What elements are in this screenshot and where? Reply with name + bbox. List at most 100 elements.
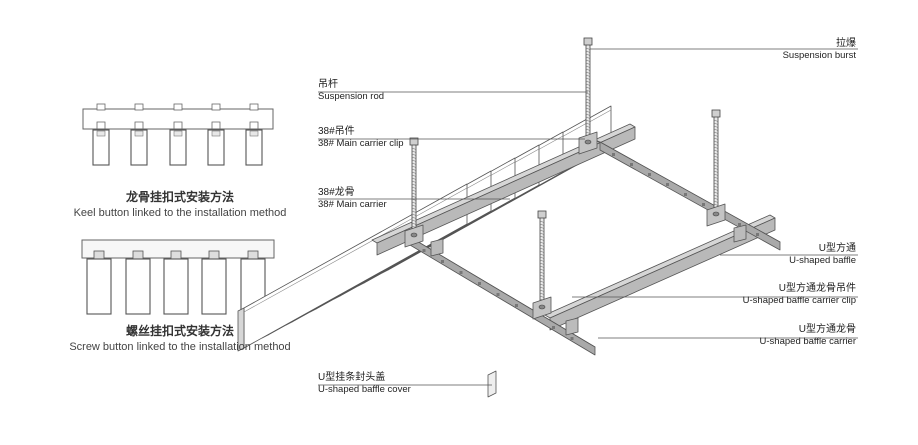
screw-baffle-4 [201,258,227,315]
rod-thread-4 [539,277,545,280]
keel-clip-top-3 [173,103,183,111]
rod-thread-2 [411,204,417,207]
rod-thread-4 [539,280,545,283]
suspension-burst-4 [537,210,547,219]
rod-thread-1 [585,116,591,119]
rod-thread-2 [411,216,417,219]
rod-thread-1 [585,74,591,77]
label-u-baffle-en: U-shaped baffle [789,255,856,266]
rod-thread-3 [713,122,719,125]
rod-thread-1 [585,59,591,62]
rod-thread-3 [713,143,719,146]
method-caption-keel: 龙骨挂扣式安装方法 Keel button linked to the inst… [55,188,305,219]
baffle-end-7 [237,307,245,352]
keel-baffle-lip-2 [134,130,144,137]
screw-clip-3 [170,250,182,260]
rod-thread-2 [411,147,417,150]
rod-thread-4 [539,226,545,229]
rod-thread-1 [585,122,591,125]
baffle-carrier-right-slot-9 [756,233,759,236]
rod-thread-2 [411,213,417,216]
rod-thread-2 [411,180,417,183]
method-caption-screw: 螺丝挂扣式安装方法 Screw button linked to the ins… [45,322,315,353]
keel-clip-top-2 [134,103,144,111]
rod-thread-2 [411,165,417,168]
rod-thread-4 [539,238,545,241]
label-u-baffle-carrier-en: U-shaped baffle carrier [759,336,856,347]
baffle-carrier-right-slot-5 [684,193,687,196]
rod-thread-2 [411,153,417,156]
label-u-baffle: U型方通 U-shaped baffle [789,243,856,267]
baffle-carrier-right-slot-1 [612,153,615,156]
rod-thread-3 [713,134,719,137]
keel-clip-top-1 [96,103,106,111]
rod-thread-2 [411,183,417,186]
keel-baffle-lip-5 [249,130,259,137]
keel-clip-hook-2 [134,121,144,129]
rod-thread-3 [713,149,719,152]
method-caption-keel-zh: 龙骨挂扣式安装方法 [125,190,234,204]
keel-baffle-1 [92,129,110,166]
rod-thread-3 [713,197,719,200]
label-u-baffle-zh: U型方通 [818,243,856,254]
rod-thread-1 [585,128,591,131]
rod-thread-2 [411,195,417,198]
label-suspension-rod-zh: 吊杆 [318,79,338,90]
rod-thread-3 [713,140,719,143]
rod-thread-4 [539,247,545,250]
rod-thread-4 [539,265,545,268]
rod-thread-1 [585,107,591,110]
rod-thread-3 [713,125,719,128]
clip-nut-3 [712,211,720,217]
rod-thread-3 [713,128,719,131]
rod-thread-4 [539,283,545,286]
baffle-carrier-right-slot-8 [738,223,741,226]
rod-thread-3 [713,131,719,134]
rod-thread-3 [713,182,719,185]
rod-thread-2 [411,150,417,153]
baffle-carrier-right-slot-4 [666,183,669,186]
baffle-carrier-right-slot-3 [648,173,651,176]
baffle-cover-cap [487,370,497,398]
rod-thread-1 [585,92,591,95]
label-main-carrier-en: 38# Main carrier [318,199,387,210]
keel-baffle-2 [130,129,148,166]
clip-nut-4 [538,304,546,310]
rod-thread-4 [539,259,545,262]
rod-thread-4 [539,229,545,232]
rod-thread-3 [713,185,719,188]
rod-thread-4 [539,271,545,274]
rod-thread-2 [411,222,417,225]
label-u-baffle-cover-zh: U型挂条封头盖 [318,372,386,383]
keel-clip-top-4 [211,103,221,111]
rod-thread-2 [411,162,417,165]
baffle-carrier-right-slot-2 [630,163,633,166]
label-u-baffle-carrier-clip: U型方通龙骨吊件 U-shaped baffle carrier clip [743,283,856,307]
rod-thread-1 [585,110,591,113]
rod-thread-4 [539,286,545,289]
baffle-carrier-left-slot-5 [496,293,500,296]
rod-thread-4 [539,235,545,238]
rod-thread-3 [713,179,719,182]
screw-clip-4 [208,250,220,260]
rod-thread-1 [585,77,591,80]
rod-thread-1 [585,119,591,122]
rod-thread-4 [539,289,545,292]
rod-thread-3 [713,170,719,173]
keel-baffle-lip-4 [211,130,221,137]
label-u-baffle-carrier-zh: U型方通龙骨 [798,324,856,335]
rod-thread-1 [585,89,591,92]
rod-thread-1 [585,80,591,83]
clip-nut-2 [410,232,418,238]
keel-baffle-lip-3 [173,130,183,137]
method-caption-keel-en: Keel button linked to the installation m… [73,207,287,219]
rod-thread-3 [713,164,719,167]
screw-baffle-1 [86,258,112,315]
rod-thread-3 [713,194,719,197]
suspension-burst-1 [583,37,593,46]
rod-thread-4 [539,253,545,256]
rod-thread-3 [713,176,719,179]
rod-thread-1 [585,65,591,68]
rod-thread-3 [713,146,719,149]
